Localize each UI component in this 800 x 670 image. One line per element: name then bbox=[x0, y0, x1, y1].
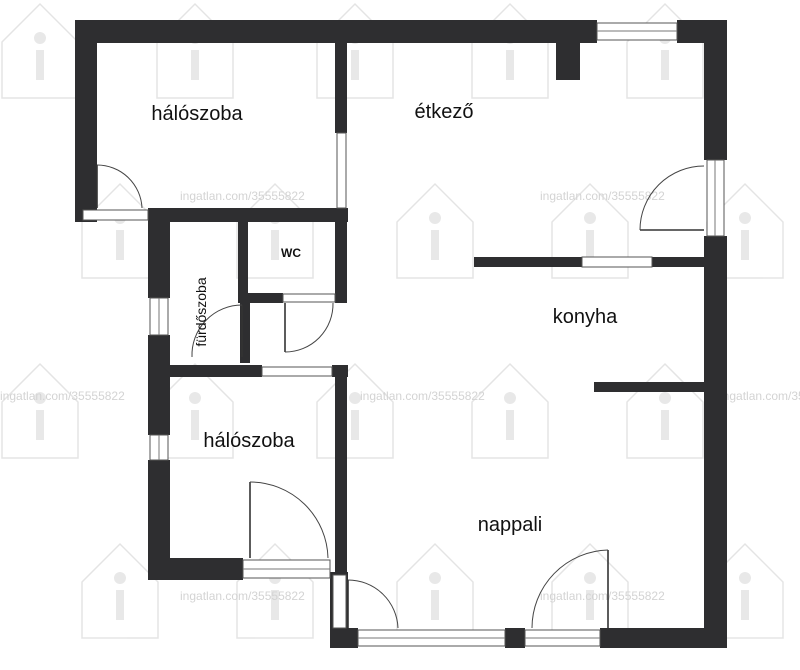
wall-wc-right bbox=[335, 208, 347, 303]
room-label-bedroom-bottom: hálószoba bbox=[203, 430, 295, 452]
wall-right-upper bbox=[704, 20, 727, 160]
watermark-text: ingatlan.com/35555822 bbox=[0, 389, 125, 403]
room-label-dining: étkező bbox=[415, 101, 474, 123]
door-entrance bbox=[347, 579, 399, 629]
house-info-icon bbox=[396, 182, 474, 279]
wall-stub bbox=[75, 208, 83, 222]
door-living bbox=[531, 549, 609, 629]
wall-kitchen-left bbox=[474, 257, 582, 267]
house-info-icon bbox=[551, 542, 629, 639]
watermark-text: ingatlan.com/35555822 bbox=[180, 589, 305, 603]
wall-bath-bottom bbox=[148, 365, 262, 377]
wall-bath-right bbox=[240, 303, 250, 363]
window-wc bbox=[282, 293, 336, 303]
room-label-bedroom-top: hálószoba bbox=[151, 103, 243, 125]
wall-wc-bottom bbox=[238, 293, 283, 303]
door-bedroom-bottom bbox=[249, 481, 329, 559]
wall-kitchen-right bbox=[652, 257, 727, 267]
wall-bedroom2-living bbox=[335, 365, 347, 575]
wall-bottom-a bbox=[330, 628, 358, 648]
house-info-icon bbox=[471, 2, 549, 99]
window-interior bbox=[336, 132, 347, 209]
watermark-text: ingatlan.com/35555822 bbox=[360, 389, 485, 403]
room-label-bathroom: fürdőszoba bbox=[193, 277, 209, 346]
house-info-icon bbox=[626, 362, 704, 459]
window-bedroom-bottom bbox=[82, 209, 149, 221]
watermark-text: ingatlan.com/35555822 bbox=[540, 589, 665, 603]
exterior-walls bbox=[75, 20, 727, 648]
window-partition bbox=[261, 366, 333, 377]
wall-left-mid bbox=[148, 335, 170, 435]
column bbox=[556, 20, 580, 80]
watermark-text: ingatlan.com/35555822 bbox=[540, 189, 665, 203]
house-info-icon bbox=[316, 362, 394, 459]
wall-right-lower bbox=[704, 278, 727, 648]
house-info-icon bbox=[626, 2, 704, 99]
house-info-icon bbox=[551, 182, 629, 279]
watermark-text: ingatlan.com/35555822 bbox=[180, 189, 305, 203]
wall-left-bath bbox=[148, 208, 170, 298]
wall-bottom-b bbox=[600, 628, 727, 648]
door-dining bbox=[639, 165, 705, 231]
door-bedroom-top bbox=[96, 164, 143, 209]
watermark-text: ingatlan.com/35555822 bbox=[720, 389, 800, 403]
room-label-living: nappali bbox=[478, 514, 543, 536]
wall-bottom-mid bbox=[505, 628, 525, 648]
house-info-icon bbox=[316, 2, 394, 99]
house-info-icon bbox=[396, 542, 474, 639]
wall-wc-left bbox=[238, 208, 248, 303]
wall-left-lower bbox=[148, 460, 170, 580]
watermark-layer: ingatlan.com/35555822 ingatlan.com/35555… bbox=[0, 2, 800, 639]
room-labels: hálószoba étkező WC fürdőszoba konyha há… bbox=[151, 101, 618, 536]
window-kitchen bbox=[581, 256, 653, 268]
house-info-icon bbox=[1, 2, 79, 99]
house-info-icon bbox=[471, 362, 549, 459]
wall-counter bbox=[594, 382, 704, 392]
interior-walls bbox=[148, 20, 727, 575]
wall-bedroom2-bottom bbox=[148, 558, 243, 580]
house-info-icon bbox=[81, 542, 159, 639]
window-entrance bbox=[332, 574, 347, 629]
room-label-kitchen: konyha bbox=[553, 306, 618, 328]
doors bbox=[96, 164, 705, 629]
door-bathroom bbox=[191, 304, 243, 358]
windows bbox=[82, 22, 725, 647]
room-label-wc: WC bbox=[281, 246, 301, 260]
house-info-icon bbox=[1, 362, 79, 459]
house-info-icon bbox=[156, 2, 234, 99]
door-wc bbox=[284, 302, 334, 353]
wall-bedroom-dining bbox=[335, 20, 347, 133]
wall-left-upper bbox=[75, 20, 97, 222]
